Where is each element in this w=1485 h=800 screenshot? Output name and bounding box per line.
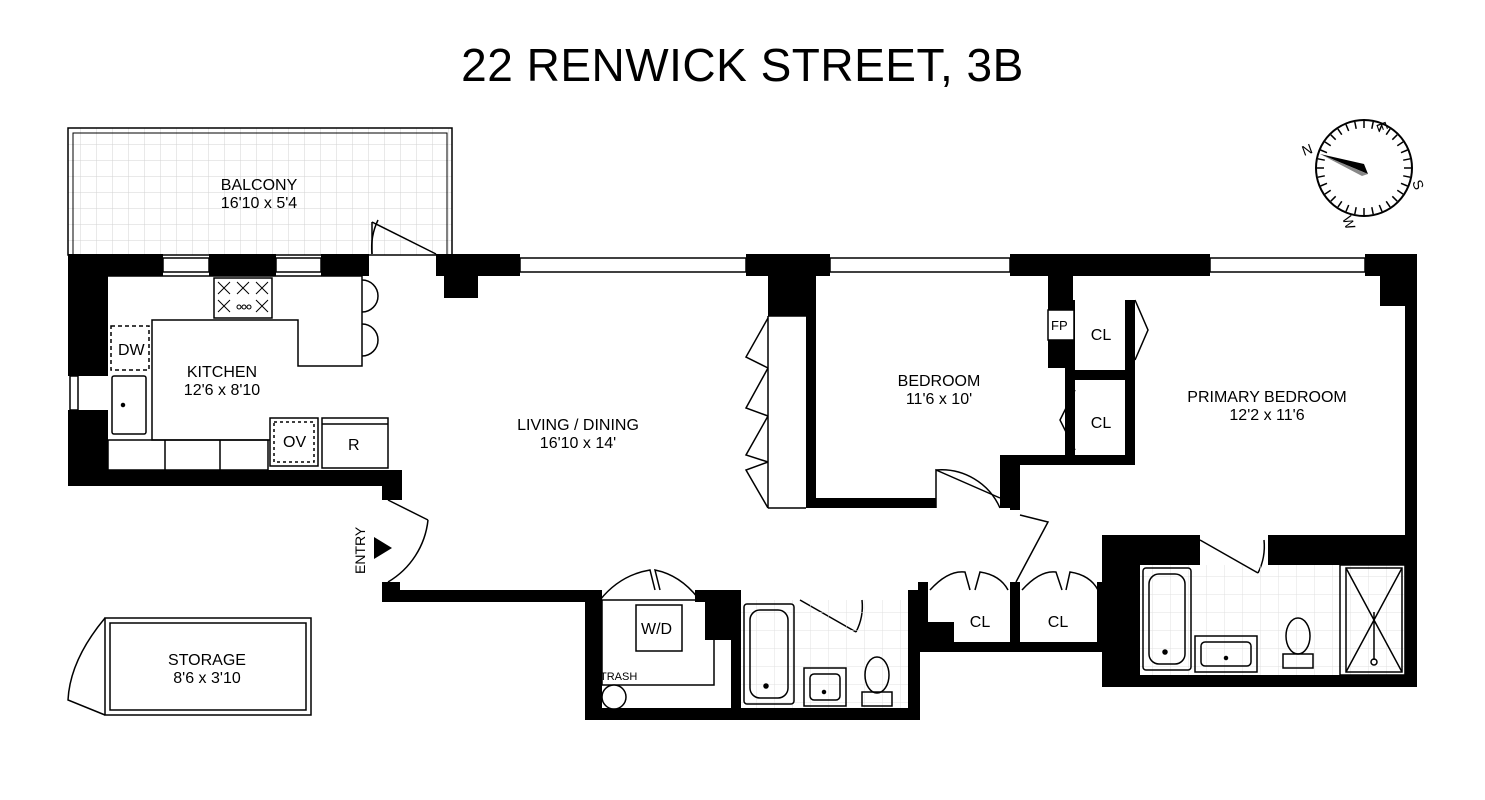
compass-tick — [1354, 207, 1357, 215]
fp-label: FP — [1051, 318, 1068, 333]
closet-label: CL — [970, 614, 991, 631]
kitchen-name: KITCHEN — [187, 364, 257, 381]
compass-tick — [1391, 134, 1398, 141]
compass-tick — [1337, 200, 1343, 208]
compass-tick — [1371, 207, 1374, 215]
compass-tick — [1371, 121, 1374, 129]
entry-arrow-icon — [374, 537, 392, 559]
compass-w: W — [1339, 214, 1359, 233]
balcony — [67, 127, 453, 256]
laundry — [601, 599, 715, 710]
r-label: R — [348, 437, 360, 454]
plan-title: 22 RENWICK STREET, 3B — [461, 39, 1024, 91]
compass-tick — [1324, 141, 1332, 147]
compass-s: S — [1409, 178, 1427, 192]
compass-tick — [1396, 189, 1404, 195]
walls — [68, 254, 1417, 720]
storage-dims: 8'6 x 3'10 — [173, 670, 241, 687]
primary-bedroom-dims: 12'2 x 11'6 — [1229, 407, 1304, 424]
living-name: LIVING / DINING — [517, 417, 639, 434]
hall-bath — [741, 600, 908, 708]
compass-tick — [1400, 182, 1408, 187]
primary-bedroom-name: PRIMARY BEDROOM — [1187, 389, 1346, 406]
compass-tick — [1378, 124, 1383, 132]
storage-name: STORAGE — [168, 652, 246, 669]
living-dims: 16'10 x 14' — [540, 435, 616, 452]
bedroom-dims: 11'6 x 10' — [906, 391, 972, 408]
compass-tick — [1403, 158, 1411, 161]
wd-label: W/D — [641, 621, 672, 638]
compass-tick — [1403, 175, 1411, 178]
closet-label: CL — [1091, 415, 1112, 432]
compass-tick — [1330, 195, 1337, 202]
closet-label: CL — [1091, 327, 1112, 344]
compass-tick — [1317, 158, 1325, 161]
compass-tick — [1400, 149, 1408, 154]
closet-label: CL — [1048, 614, 1069, 631]
dw-label: DW — [118, 342, 146, 359]
compass-tick — [1391, 195, 1398, 202]
kitchen-fixtures — [107, 275, 389, 471]
balcony-name: BALCONY — [221, 177, 298, 194]
compass-tick — [1385, 128, 1391, 136]
compass-tick — [1378, 204, 1383, 212]
ov-label: OV — [283, 434, 306, 451]
trash-label: TRASH — [600, 671, 637, 683]
compass-tick — [1320, 149, 1328, 154]
bedroom-name: BEDROOM — [898, 373, 981, 390]
compass-tick — [1345, 124, 1350, 132]
compass-icon: N E S W — [1300, 119, 1427, 233]
compass-tick — [1320, 182, 1328, 187]
storage — [67, 617, 312, 716]
compass-tick — [1337, 128, 1343, 136]
compass-tick — [1330, 134, 1337, 141]
entry-label: ENTRY — [352, 526, 368, 574]
balcony-dims: 16'10 x 5'4 — [221, 195, 297, 212]
compass-tick — [1345, 204, 1350, 212]
primary-bath — [1140, 564, 1406, 676]
kitchen-dims: 12'6 x 8'10 — [184, 382, 260, 399]
compass-n: N — [1300, 140, 1315, 158]
compass-tick — [1317, 175, 1325, 178]
compass-tick — [1354, 121, 1357, 129]
compass-tick — [1324, 189, 1332, 195]
compass-tick — [1385, 200, 1391, 208]
compass-tick — [1396, 141, 1404, 147]
